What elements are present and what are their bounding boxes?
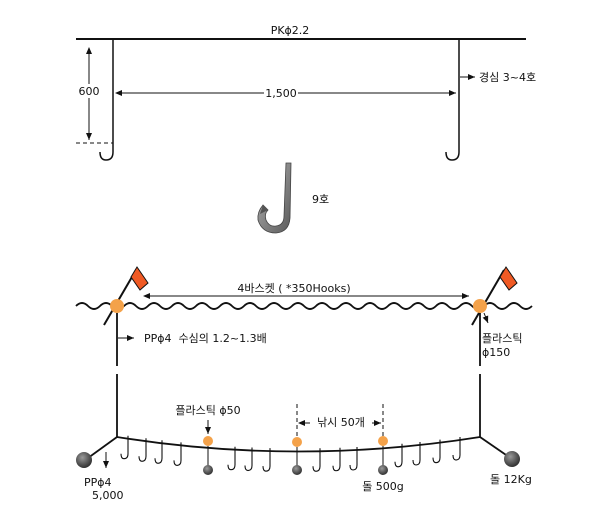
right-flag	[499, 266, 518, 291]
end-float-pointer-arrow	[482, 312, 489, 324]
right-anchor-line	[479, 436, 510, 458]
longline-hooks	[120, 435, 461, 472]
branch-hook-1	[120, 435, 129, 460]
branch-hook-4	[173, 442, 182, 466]
basket-label: 4바스켓 ( *350Hooks)	[237, 282, 350, 295]
left-end-float	[110, 299, 124, 313]
left-anchor-line	[87, 436, 118, 459]
end-float-label-line2: ϕ150	[482, 346, 510, 359]
anchor-line-label-line1: PPϕ4	[84, 476, 112, 489]
spacing-label: 1,500	[265, 87, 297, 100]
mid-float-2	[292, 437, 302, 447]
branch-hook-3	[154, 440, 163, 464]
anchor-label: 돌 12Kg	[490, 473, 532, 486]
branch-hook-14	[452, 437, 461, 461]
right-flag-pole	[471, 269, 505, 326]
float-line-label: PPϕ4 수심의 1.2~1.3배	[144, 332, 267, 345]
right-end-float	[473, 299, 487, 313]
depth-label: 600	[79, 85, 100, 98]
mid-float-label: 플라스틱 ϕ50	[175, 404, 240, 417]
hook-icon	[257, 162, 292, 234]
branch-hook-6	[244, 447, 253, 472]
branch-hook-2	[138, 438, 147, 462]
anchor-line-label-line2: 5,000	[92, 489, 124, 502]
hook-size-label: 9호	[312, 193, 329, 206]
branch-hook-13	[432, 439, 441, 464]
hook-illustration: 9호	[257, 162, 329, 234]
left-flag-pole	[103, 269, 137, 326]
left-flag	[130, 266, 149, 291]
branch-hook-7	[262, 448, 271, 472]
mid-float-1	[203, 436, 213, 446]
branch-hook-5	[227, 446, 236, 471]
sea-surface	[75, 302, 533, 310]
end-float-label-line1: 플라스틱	[482, 332, 522, 345]
top-section: PKϕ2.2 600 1,500 경심 3~4호	[76, 24, 536, 161]
longline-mainline	[116, 436, 481, 453]
left-branchline	[99, 39, 114, 161]
mainline-label: PKϕ2.2	[271, 24, 310, 37]
sinker-label: 돌 500g	[362, 480, 404, 493]
right-branchline	[445, 39, 460, 161]
left-anchor-stone	[76, 452, 92, 468]
branch-hook-11	[394, 443, 403, 468]
mid-float-3	[378, 436, 388, 446]
bottom-section: 4바스켓 ( *350Hooks) PPϕ4 수심의 1.2~1.3배 플라스틱…	[75, 266, 533, 502]
branch-hook-12	[412, 442, 421, 466]
branch-hook-8	[312, 448, 321, 472]
sinker-stone-1	[203, 465, 213, 475]
right-anchor-stone	[504, 451, 520, 467]
branch-label: 경심 3~4호	[479, 71, 536, 84]
sinker-stone-3	[378, 465, 388, 475]
branch-hook-10	[349, 446, 358, 471]
branch-hook-9	[332, 447, 341, 472]
sinker-stone-2	[292, 465, 302, 475]
hook-spacing-label: 낚시 50개	[317, 416, 365, 429]
